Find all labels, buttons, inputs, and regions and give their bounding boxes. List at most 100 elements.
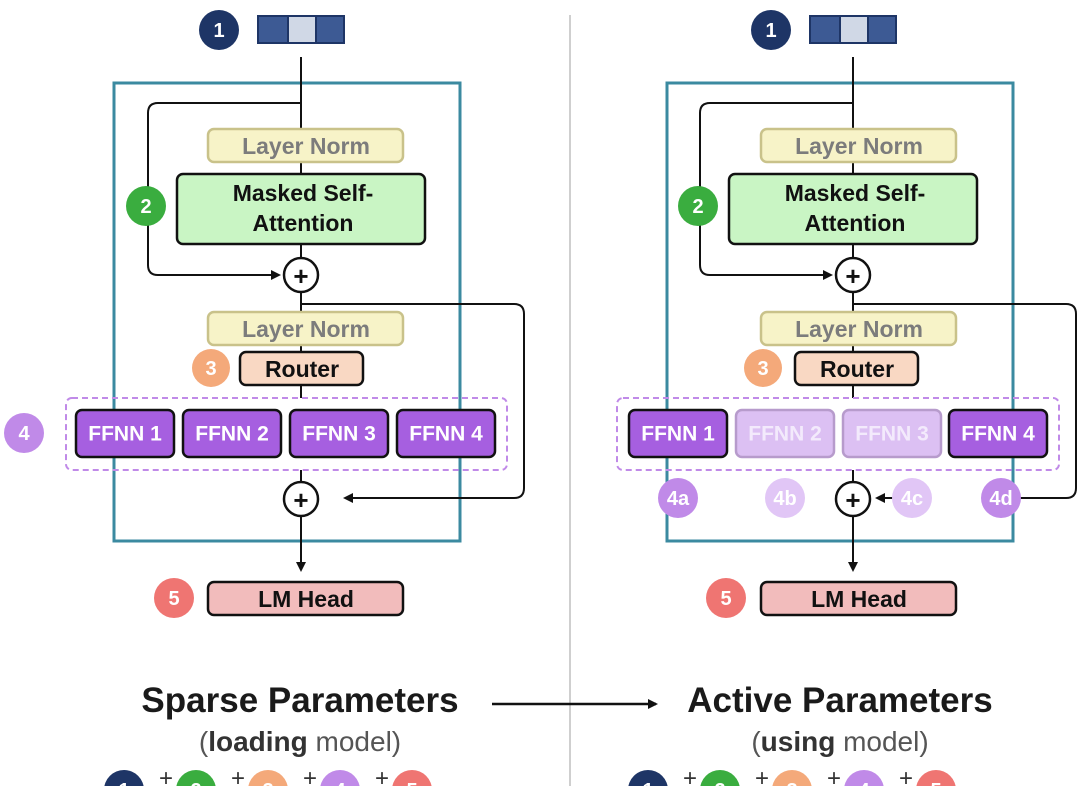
left-badge-5-label: 5 [168,588,179,610]
left-add-node-1 [282,256,320,294]
right-caption-title: Active Parameters [687,681,992,720]
right-layer-norm-1 [759,127,958,164]
left-footer-badge-5 [392,770,432,786]
right-ffnn-3 [841,408,943,459]
right-ffnn-1-label: FFNN 1 [641,423,715,446]
left-footer-badge-2 [176,770,216,786]
right-attention-label-line1: Masked Self- [785,180,926,206]
right-ffnn-experts: FFNN 1 FFNN 2 FFNN 3 FFNN 4 [627,408,1049,459]
right-badge-2-label: 2 [692,196,703,218]
left-masked-self-attention [175,172,427,246]
right-token-cell [809,15,841,44]
right-ffnn-1 [627,408,729,459]
right-ffnn-2 [734,408,836,459]
left-caption-subtitle: (loading model) [199,726,401,757]
right-badge-4d-label: 4d [989,488,1012,510]
right-ffnn-2-label: FFNN 2 [748,423,822,446]
left-badge-5 [154,578,194,618]
left-caption-title: Sparse Parameters [141,681,458,720]
right-lm-head [759,580,958,617]
left-residual-connection-2 [301,303,525,503]
left-layer-norm-1 [206,127,405,164]
right-layer-norm-1-label: Layer Norm [795,133,923,159]
left-badge-2 [126,186,166,226]
right-caption-subtitle: (using model) [751,726,928,757]
left-footer-badge-1 [104,770,144,786]
right-badge-4b-label: 4b [773,488,796,510]
left-ffnn-1 [74,408,176,459]
right-badge-1 [751,10,791,50]
left-ffnn-3 [288,408,390,459]
left-token-cell [257,15,289,44]
left-panel: 1 2 Layer Norm Masked Self- Attention [4,10,525,786]
left-attention-label-line1: Masked Self- [233,180,374,206]
left-layer-norm-1-label: Layer Norm [242,133,370,159]
right-footer-badge-4 [844,770,884,786]
left-ffnn-group [65,397,508,471]
right-badge-4a [658,478,698,518]
left-ffnn-4 [395,408,497,459]
right-footer-badge-3-label: 3 [786,780,797,786]
right-footer-badge-3 [772,770,812,786]
left-attention-label-line2: Attention [253,210,354,236]
left-badge-1 [199,10,239,50]
right-badge-5 [706,578,746,618]
left-footer-badge-4-label: 4 [334,780,346,786]
left-footer-badge-4 [320,770,360,786]
right-add-node-2 [834,480,872,518]
left-badge-4 [4,413,44,453]
left-token-input: 1 [199,10,345,50]
right-footer-badge-2-label: 2 [714,780,725,786]
right-token-input: 1 [751,10,897,50]
left-router [238,350,365,387]
left-router-label: Router [265,356,339,382]
right-token-cell [839,15,869,44]
right-add-node-1-label: + [845,261,860,291]
right-footer-plus: + [755,765,769,786]
left-footer-plus: + [159,765,173,786]
left-layer-norm-2-label: Layer Norm [242,316,370,342]
right-ffnn-4-label: FFNN 4 [961,423,1035,446]
right-ffnn-group [616,397,1060,471]
right-footer-badge-1-label: 1 [642,780,653,786]
right-add-node-2-label: + [845,485,860,515]
left-footer-badge-5-label: 5 [406,780,417,786]
right-router [793,350,920,387]
right-layer-norm-2 [759,310,958,347]
left-lm-head-label: LM Head [258,586,354,612]
right-badge-4c [892,478,932,518]
right-footer-plus: + [899,765,913,786]
right-badge-5-label: 5 [720,588,731,610]
right-footer-badge-5-label: 5 [930,780,941,786]
right-badge-3 [744,349,782,387]
right-decoder-block [665,81,1015,543]
left-badge-4-label: 4 [18,423,30,445]
left-footer-plus: + [231,765,245,786]
left-footer-badge-2-label: 2 [190,780,201,786]
right-panel: 1 2 Layer Norm Masked Self- Attention + … [616,10,1077,786]
left-footer-plus: + [303,765,317,786]
right-ffnn-3-label: FFNN 3 [855,423,929,446]
left-add-node-2 [282,480,320,518]
right-badge-4c-label: 4c [901,488,923,510]
right-footer-plus: + [827,765,841,786]
right-lm-head-label: LM Head [811,586,907,612]
right-footer-sequence: 1+2+3+4+5 [628,765,956,786]
left-badge-2-label: 2 [140,196,151,218]
left-token-cell [287,15,317,44]
right-attention-label-line2: Attention [805,210,906,236]
right-badge-3-label: 3 [757,358,768,380]
left-ffnn-2 [181,408,283,459]
left-badge-3 [192,349,230,387]
right-masked-self-attention [727,172,979,246]
left-add-node-1-label: + [293,261,308,291]
right-badge-4b [765,478,805,518]
left-layer-norm-2 [206,310,405,347]
right-footer-plus: + [683,765,697,786]
right-router-label: Router [820,356,894,382]
left-token-cell [315,15,345,44]
left-footer-plus: + [375,765,389,786]
